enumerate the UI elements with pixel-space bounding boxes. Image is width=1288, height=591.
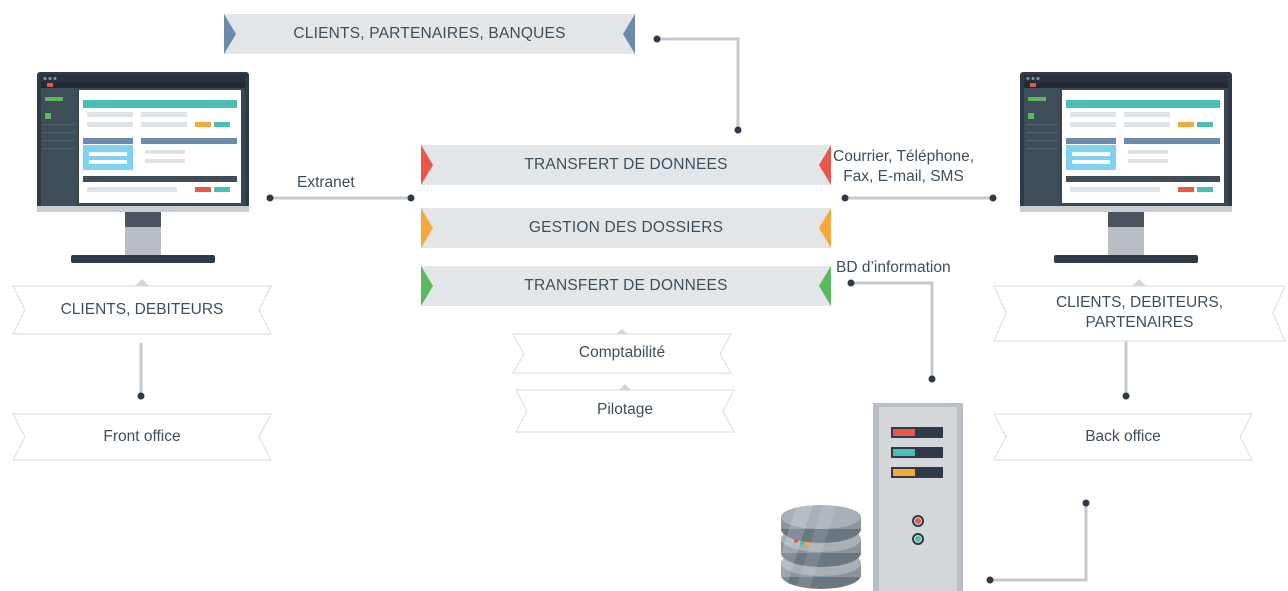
module-comptabilite-tag: Comptabilité (512, 328, 732, 374)
tag-outline (993, 413, 1253, 461)
band-label: GESTION DES DOSSIERS (528, 219, 724, 236)
tag-outline (993, 279, 1286, 342)
band-label: TRANSFERT DE DONNEES (524, 277, 728, 294)
connector-dot (137, 392, 145, 400)
database-label: BD d’information (836, 259, 951, 276)
front-office-tag: Front office (12, 413, 272, 461)
monitor-icon-right (1020, 72, 1232, 263)
connector-dot (1082, 499, 1090, 507)
back-office-tag: Back office (993, 413, 1253, 461)
tag-outline (515, 384, 735, 433)
connector-dot (847, 279, 855, 287)
module-comptabilite-label: Comptabilité (578, 343, 666, 361)
banner-left-arrow-icon (224, 14, 236, 54)
connector-dot (841, 194, 849, 202)
banner-label: CLIENTS, PARTENAIRES, BANQUES (293, 25, 566, 42)
tag-outline (12, 413, 272, 461)
banner-clients-partenaires-banques: CLIENTS, PARTENAIRES, BANQUES (224, 14, 635, 54)
connector-dot (989, 194, 997, 202)
left-users-tag: CLIENTS, DEBITEURS (12, 278, 272, 336)
connector-dot (653, 35, 661, 43)
back-office-label: Back office (1085, 427, 1161, 445)
connector-dot (734, 126, 742, 134)
monitor-icon-left (37, 72, 249, 263)
band-left-arrow-icon (421, 208, 433, 248)
tag-outline (12, 279, 272, 335)
connector-dot (266, 194, 274, 202)
server-icon (873, 403, 963, 591)
left-users-label: CLIENTS, DEBITEURS (60, 300, 224, 318)
module-pilotage-label: Pilotage (596, 401, 653, 419)
band-right-arrow-icon (819, 266, 831, 306)
connector-dot (928, 375, 936, 383)
database-icon (779, 505, 861, 591)
tag-outline (512, 329, 732, 374)
module-pilotage-tag: Pilotage (515, 383, 735, 433)
band-left-arrow-icon (421, 266, 433, 306)
connector-dot (1122, 392, 1130, 400)
band-transfert-donnees-bottom: TRANSFERT DE DONNEES (421, 266, 831, 306)
band-right-arrow-icon (819, 208, 831, 248)
band-right-arrow-icon (819, 145, 831, 185)
band-left-arrow-icon (421, 145, 433, 185)
right-users-label: CLIENTS, DEBITEURS, PARTENAIRES (1055, 293, 1224, 331)
band-gestion-dossiers: GESTION DES DOSSIERS (421, 208, 831, 248)
extranet-label: Extranet (297, 174, 355, 191)
channels-label: Courrier, Téléphone, Fax, E-mail, SMS (833, 148, 975, 186)
right-users-tag: CLIENTS, DEBITEURS, PARTENAIRES (993, 278, 1286, 342)
band-transfert-donnees-top: TRANSFERT DE DONNEES (421, 145, 831, 185)
banner-right-arrow-icon (623, 14, 635, 54)
connector-dot (986, 576, 994, 584)
front-office-label: Front office (103, 427, 181, 445)
band-label: TRANSFERT DE DONNEES (524, 156, 728, 173)
connector-dot (407, 194, 415, 202)
